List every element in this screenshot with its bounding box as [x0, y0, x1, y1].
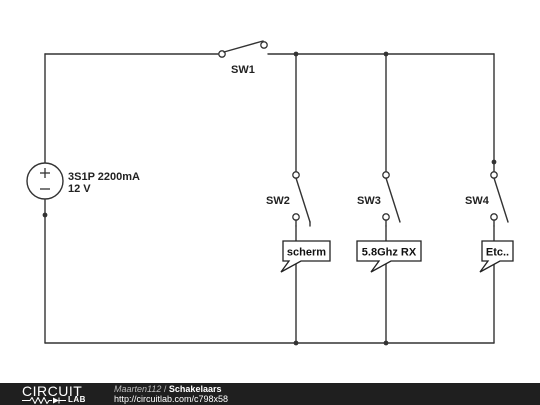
author-link[interactable]: Maarten112 [114, 384, 162, 394]
switch-label-sw3: SW3 [357, 195, 381, 207]
switch-blade [295, 177, 311, 223]
voltage-source-symbol [26, 162, 64, 200]
tag-callout [479, 240, 514, 273]
load-tag-scherm: scherm [280, 240, 331, 273]
logo-word: CIRCUIT [22, 383, 83, 399]
load-label-scherm: scherm [287, 247, 326, 259]
switch-blade [385, 177, 401, 223]
junction-dot [491, 159, 497, 165]
switch-terminal [260, 41, 268, 49]
circuit-meta: Maarten112 / Schakelaars http://circuitl… [114, 384, 228, 404]
switch-sw4: SW4 [465, 171, 509, 227]
switch-blade [223, 40, 264, 53]
resistor-icon [22, 397, 66, 404]
circuit-url[interactable]: http://circuitlab.com/c798x58 [114, 394, 229, 404]
battery-name: 3S1P 2200mA [68, 171, 140, 183]
load-tag-etc: Etc.. [479, 240, 514, 273]
switch-sw1: SW1 [218, 40, 268, 76]
schematic-canvas: 3S1P 2200mA 12 V SW1 SW2 SW3 [26, 40, 514, 346]
junction-dot [293, 51, 299, 57]
switch-label-sw2: SW2 [266, 195, 290, 207]
switch-sw2: SW2 [266, 171, 311, 227]
logo-sub: LAB [68, 395, 86, 404]
switch-terminal [292, 171, 300, 179]
load-tag-rx: 5.8Ghz RX [356, 240, 422, 273]
switch-sw3: SW3 [357, 171, 401, 227]
switch-terminal [292, 213, 300, 221]
switch-label-sw4: SW4 [465, 195, 490, 207]
voltage-source: 3S1P 2200mA 12 V [26, 162, 140, 200]
switch-blade [493, 177, 509, 223]
circuitlab-logo[interactable]: CIRCUIT LAB [22, 384, 94, 404]
meta-separator: / [163, 384, 167, 394]
battery-voltage: 12 V [68, 183, 91, 195]
switch-terminal [490, 171, 498, 179]
junction-dot [383, 340, 389, 346]
load-label-rx: 5.8Ghz RX [362, 247, 417, 259]
switch-label-sw1: SW1 [231, 64, 255, 76]
junction-dot [293, 340, 299, 346]
footer-bar: CIRCUIT LAB Maarten112 / Schakelaars htt… [0, 383, 540, 405]
junction-dot [42, 212, 48, 218]
tag-callout [280, 240, 331, 273]
schematic-diagram: 3S1P 2200mA 12 V SW1 SW2 SW3 [26, 40, 514, 346]
junction-dot [383, 51, 389, 57]
switch-terminal [382, 171, 390, 179]
circuit-title[interactable]: Schakelaars [168, 384, 222, 394]
switch-terminal [382, 213, 390, 221]
tag-callout [356, 240, 422, 273]
switch-terminal [490, 213, 498, 221]
load-label-etc: Etc.. [486, 247, 509, 259]
